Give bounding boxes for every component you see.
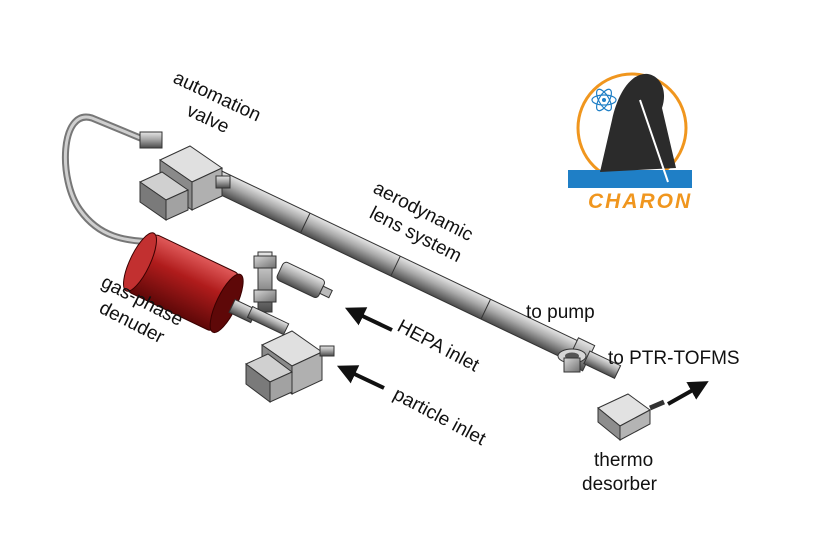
hepa-branch — [246, 251, 333, 336]
atom-icon — [591, 88, 617, 112]
to-ptr-tofms-label: to PTR-TOFMS — [608, 348, 740, 369]
charon-logo-text: CHARON — [588, 190, 692, 213]
thermo-desorber — [597, 393, 665, 442]
thermo-desorber-label: thermo desorber — [582, 450, 658, 495]
charon-logo: CHARON — [568, 72, 692, 213]
to-pump-label: to pump — [526, 302, 595, 323]
particle-inlet-arrow — [336, 365, 385, 390]
hepa-inlet-arrow — [344, 307, 393, 332]
particle-inlet-valve — [245, 330, 335, 403]
gas-phase-denuder — [123, 232, 258, 334]
pump-port — [557, 348, 587, 373]
ptr-tofms-arrow — [667, 381, 709, 406]
particle-inlet-label: particle inlet — [390, 384, 490, 450]
automation-valve — [138, 131, 231, 221]
automation-valve-label: automation valve — [160, 67, 269, 150]
hepa-inlet-label: HEPA inlet — [394, 316, 483, 377]
